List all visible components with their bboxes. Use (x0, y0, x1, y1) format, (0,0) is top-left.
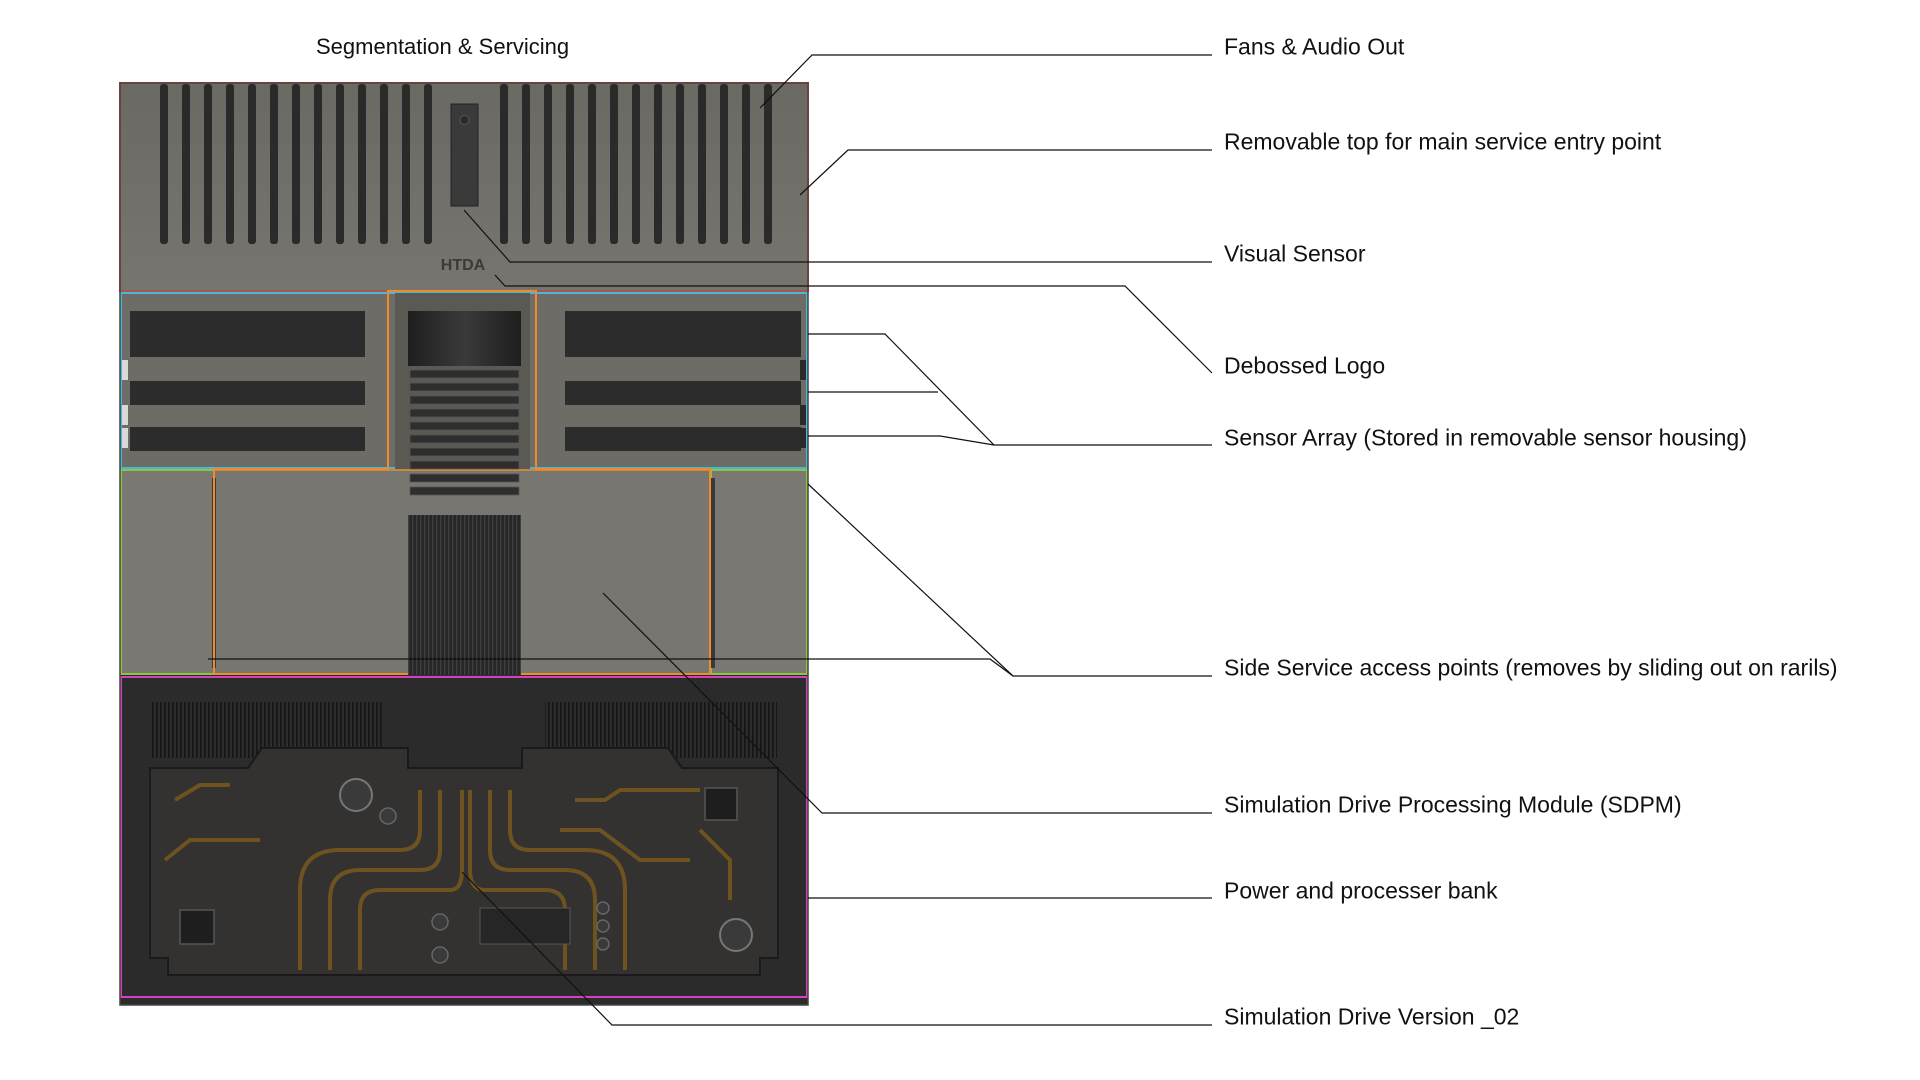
fan-slot (566, 84, 574, 244)
visual-sensor-lens-icon (459, 115, 470, 125)
leader-sensor-1 (808, 333, 1212, 446)
fan-slot (380, 84, 388, 244)
fan-slot (314, 84, 322, 244)
fan-slot (588, 84, 596, 244)
callout-visual: Visual Sensor (1224, 240, 1366, 267)
leader-lines (208, 54, 1213, 1026)
fan-slot (500, 84, 508, 244)
fan-slot (742, 84, 750, 244)
debossed-logo: HTDA (441, 257, 486, 274)
leader-sdpm (602, 592, 1212, 814)
fan-slot (522, 84, 530, 244)
fan-slot (336, 84, 344, 244)
callout-sdpm: Simulation Drive Processing Module (SDPM… (1224, 791, 1682, 818)
fan-grille (160, 84, 772, 244)
fan-slot (632, 84, 640, 244)
callout-sensor: Sensor Array (Stored in removable sensor… (1224, 424, 1747, 451)
fan-slot (160, 84, 168, 244)
fan-slot (764, 84, 772, 244)
circuit-trace (163, 838, 260, 862)
leader-version (461, 871, 1212, 1026)
circuit-trace (575, 788, 700, 802)
removable-top-section: HTDA (119, 82, 809, 292)
circuit-trace (328, 790, 442, 970)
fan-slot (182, 84, 190, 244)
circuit-trace (508, 790, 627, 970)
leader-sensor-3 (808, 435, 995, 446)
chip-left (179, 909, 215, 945)
fan-slot (698, 84, 706, 244)
fan-slot (292, 84, 300, 244)
fan-slot (610, 84, 618, 244)
circuit-trace (358, 790, 464, 970)
fan-slot (248, 84, 256, 244)
fan-slot (654, 84, 662, 244)
circuit-trace (560, 828, 690, 862)
circuit-trace (698, 828, 732, 900)
fan-slot (424, 84, 432, 244)
circuit-trace (298, 790, 422, 970)
leader-side-1 (807, 483, 1212, 677)
chip-center (479, 907, 571, 945)
fan-slot (270, 84, 278, 244)
circuit-traces (163, 783, 732, 970)
circuit-trace (488, 790, 597, 970)
fan-slot (676, 84, 684, 244)
diagram-title: Segmentation & Servicing (316, 34, 570, 59)
callout-logo: Debossed Logo (1224, 352, 1386, 379)
leader-fans (759, 54, 1212, 109)
callout-fans: Fans & Audio Out (1224, 33, 1405, 60)
fan-slot (402, 84, 410, 244)
power-processor-bank (120, 675, 808, 1005)
fan-slot (544, 84, 552, 244)
circuit-trace (468, 790, 567, 970)
callout-side: Side Service access points (removes by s… (1224, 654, 1838, 681)
circuit-trace (173, 783, 230, 802)
chip-right (704, 787, 738, 821)
leader-side-2 (208, 658, 1014, 677)
callout-version: Simulation Drive Version _02 (1224, 1003, 1520, 1030)
callout-power: Power and processer bank (1224, 877, 1498, 904)
fan-slot (720, 84, 728, 244)
leader-logo (494, 274, 1213, 374)
fan-slot (204, 84, 212, 244)
fan-slot (358, 84, 366, 244)
callout-top: Removable top for main service entry poi… (1224, 128, 1662, 155)
leader-top (799, 149, 1212, 196)
fan-slot (226, 84, 234, 244)
leader-visual (463, 209, 1212, 263)
bottom-section-outline (120, 676, 808, 998)
